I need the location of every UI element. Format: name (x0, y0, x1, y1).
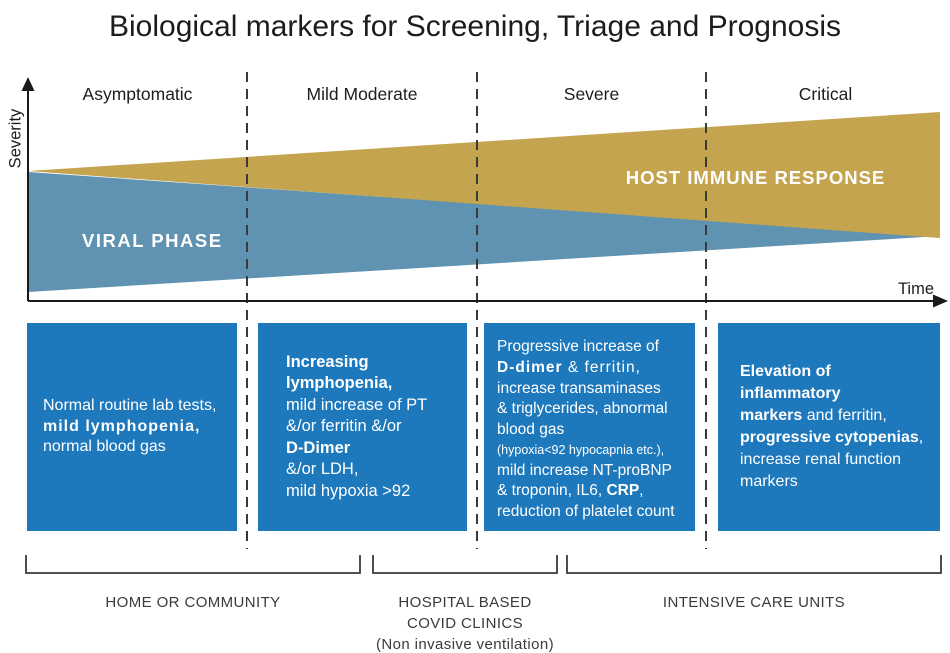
marker-box-line: increase renal function (740, 451, 901, 468)
marker-box-line: Normal routine lab tests, (43, 397, 217, 415)
marker-box-line: & troponin, IL6, CRP, (497, 482, 644, 500)
marker-box-line: inflammatory (740, 385, 841, 402)
marker-box-line: markers (740, 473, 798, 490)
viral-phase-wedge (28, 172, 940, 292)
marker-box-line: mild increase NT-proBNP (497, 461, 672, 479)
marker-box-line: normal blood gas (43, 438, 166, 456)
marker-box-line: mild increase of PT (286, 395, 428, 414)
y-axis-label: Severity (6, 108, 25, 169)
care-setting-home-or-community: HOME OR COMMUNITY (105, 594, 281, 611)
marker-box-line: increase transaminases (497, 379, 661, 397)
marker-box-line: & triglycerides, abnormal (497, 400, 668, 418)
care-setting-hospital-based: HOSPITAL BASED COVID CLINICS (Non invasi… (376, 594, 554, 653)
marker-box-line: blood gas (497, 420, 565, 438)
figure-title: Biological markers for Screening, Triage… (108, 10, 842, 43)
marker-box-line: Elevation of (740, 363, 831, 380)
y-axis-arrowhead (21, 77, 35, 91)
marker-box-line: &/or LDH, (286, 460, 359, 479)
bracket-hospital-based (372, 555, 558, 574)
marker-box-line: D-dimer & ferritin, (497, 358, 641, 376)
marker-box-critical: Elevation of inflammatory markers and ferr… (718, 323, 940, 531)
phase-label-critical: Critical (798, 84, 853, 104)
marker-box-line: mild lymphopenia, (43, 417, 201, 435)
marker-box-line: D-Dimer (286, 438, 351, 457)
bracket-intensive-care (566, 555, 942, 574)
marker-box-line: markers and ferritin, (740, 407, 887, 424)
host-immune-response-label: HOST IMMUNE RESPONSE (625, 167, 886, 188)
x-axis-label: Time (897, 280, 934, 298)
care-setting-intensive-care-units: INTENSIVE CARE UNITS (662, 594, 846, 611)
marker-box-asymptomatic: Normal routine lab tests, mild lymphopeni… (27, 323, 237, 531)
marker-box-line: Progressive increase of (497, 338, 659, 356)
bracket-home-or-community (25, 555, 361, 574)
marker-box-line: (hypoxia<92 hypocapnia etc.), (497, 443, 665, 458)
marker-box-line: progressive cytopenias, (740, 429, 924, 446)
phase-label-severe: Severe (563, 84, 620, 104)
marker-box-line: lymphopenia, (286, 374, 393, 393)
marker-box-severe: Progressive increase of D-dimer & ferriti… (484, 323, 695, 531)
viral-phase-label: VIRAL PHASE (82, 230, 223, 251)
marker-box-mild-moderate: Increasing lymphopenia, mild increase of P… (258, 323, 467, 531)
phase-label-mild-moderate: Mild Moderate (306, 84, 418, 104)
marker-box-line: reduction of platelet count (497, 503, 675, 521)
marker-box-line: &/or ferritin &/or (286, 417, 402, 436)
host-immune-response-wedge (28, 112, 940, 238)
phase-label-asymptomatic: Asymptomatic (82, 84, 193, 104)
marker-box-line: Increasing (286, 352, 369, 371)
marker-box-line: mild hypoxia >92 (286, 481, 411, 500)
x-axis-arrowhead (933, 294, 948, 308)
